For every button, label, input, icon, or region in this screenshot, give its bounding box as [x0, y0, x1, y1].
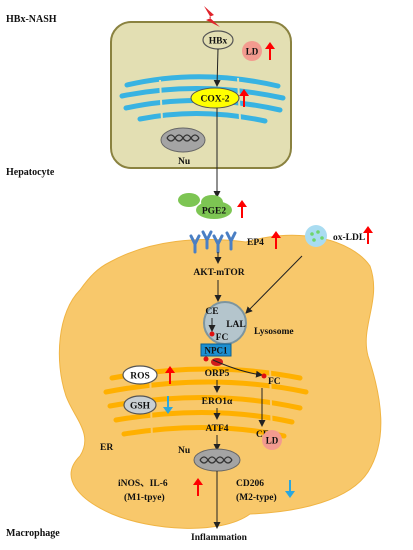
pge2-node [196, 201, 232, 219]
er-label: ER [100, 443, 113, 453]
arrow-oxldl-to-lysosome [245, 255, 303, 314]
dna-top-icon-strand [166, 134, 200, 142]
fc-dot-right [261, 373, 267, 379]
ox-ldl-up-arrow-icon [363, 226, 373, 244]
pge2-up-arrow-icon [237, 200, 247, 218]
orp5-label: ORP5 [205, 369, 230, 379]
ld-up-arrow-icon [265, 42, 275, 60]
hbx-label: HBx [209, 37, 228, 47]
ros-up-arrow-icon [165, 366, 175, 384]
ero1a-label: ERO1α [202, 397, 233, 407]
ld-bottom-label: LD [266, 436, 279, 446]
ros-label: ROS [130, 372, 150, 382]
ep4-label: EP4 [247, 238, 264, 248]
cd206-label: CD206 [236, 479, 264, 489]
fc-dot-top [209, 331, 215, 337]
ce-top-label: CE [205, 307, 218, 317]
dna-bottom-icon-strand [199, 456, 233, 464]
pge2-label: PGE2 [202, 207, 227, 217]
lipid-droplet-bottom [262, 430, 282, 450]
ep4-receptor-icons [189, 230, 237, 254]
m2-down-arrow-icon [285, 480, 295, 498]
fc-right-label: FC [268, 377, 281, 387]
nucleus-bottom [193, 448, 241, 472]
ce-bottom-label: CE [256, 430, 269, 440]
arrow-hbx-to-cox2 [213, 48, 221, 87]
m1-type-label: (M1-tpye) [124, 492, 165, 503]
ep4-up-arrow-icon [271, 231, 281, 249]
npc1-node [200, 343, 232, 357]
inos-il6-label: iNOS、IL-6 [118, 479, 168, 489]
gsh-down-arrow-icon [163, 396, 173, 414]
label-macrophage: Macrophage [6, 528, 60, 539]
m2-type-label: (M2-type) [236, 492, 277, 503]
gsh-node [123, 395, 157, 415]
m1-up-arrow-icon [193, 478, 203, 496]
ox-ldl-label: ox-LDL [333, 233, 365, 243]
cox2-label: COX-2 [200, 95, 229, 105]
lipid-droplet-top [242, 41, 262, 61]
nucleus-top [160, 127, 206, 153]
label-hbx-nash: HBx-NASH [6, 14, 57, 25]
atf4-label: ATF4 [205, 424, 228, 434]
lightning-icon [204, 6, 220, 27]
ox-ldl-dots-icon [310, 230, 324, 242]
pge2-molecule-1 [178, 193, 200, 207]
ros-node [122, 365, 158, 385]
cox2-up-arrow-icon [239, 89, 249, 107]
arrow-npc1-to-fc [212, 359, 263, 378]
lysosome-label: Lysosome [254, 327, 294, 337]
ld-top-label: LD [246, 47, 259, 57]
fc-top-label: FC [216, 333, 229, 343]
cox2-node [190, 87, 240, 109]
nu-bottom-label: Nu [178, 446, 191, 456]
fc-dot-npc1 [203, 356, 209, 362]
lal-label: LAL [226, 320, 246, 330]
label-hepatocyte: Hepatocyte [6, 167, 55, 178]
nu-top-label: Nu [178, 157, 191, 167]
gsh-label: GSH [130, 402, 151, 412]
inflammation-label: Inflammation [191, 533, 248, 543]
akt-mtor-label: AKT-mTOR [193, 268, 244, 278]
npc1-label: NPC1 [205, 346, 228, 356]
ox-ldl-particle [305, 225, 327, 247]
